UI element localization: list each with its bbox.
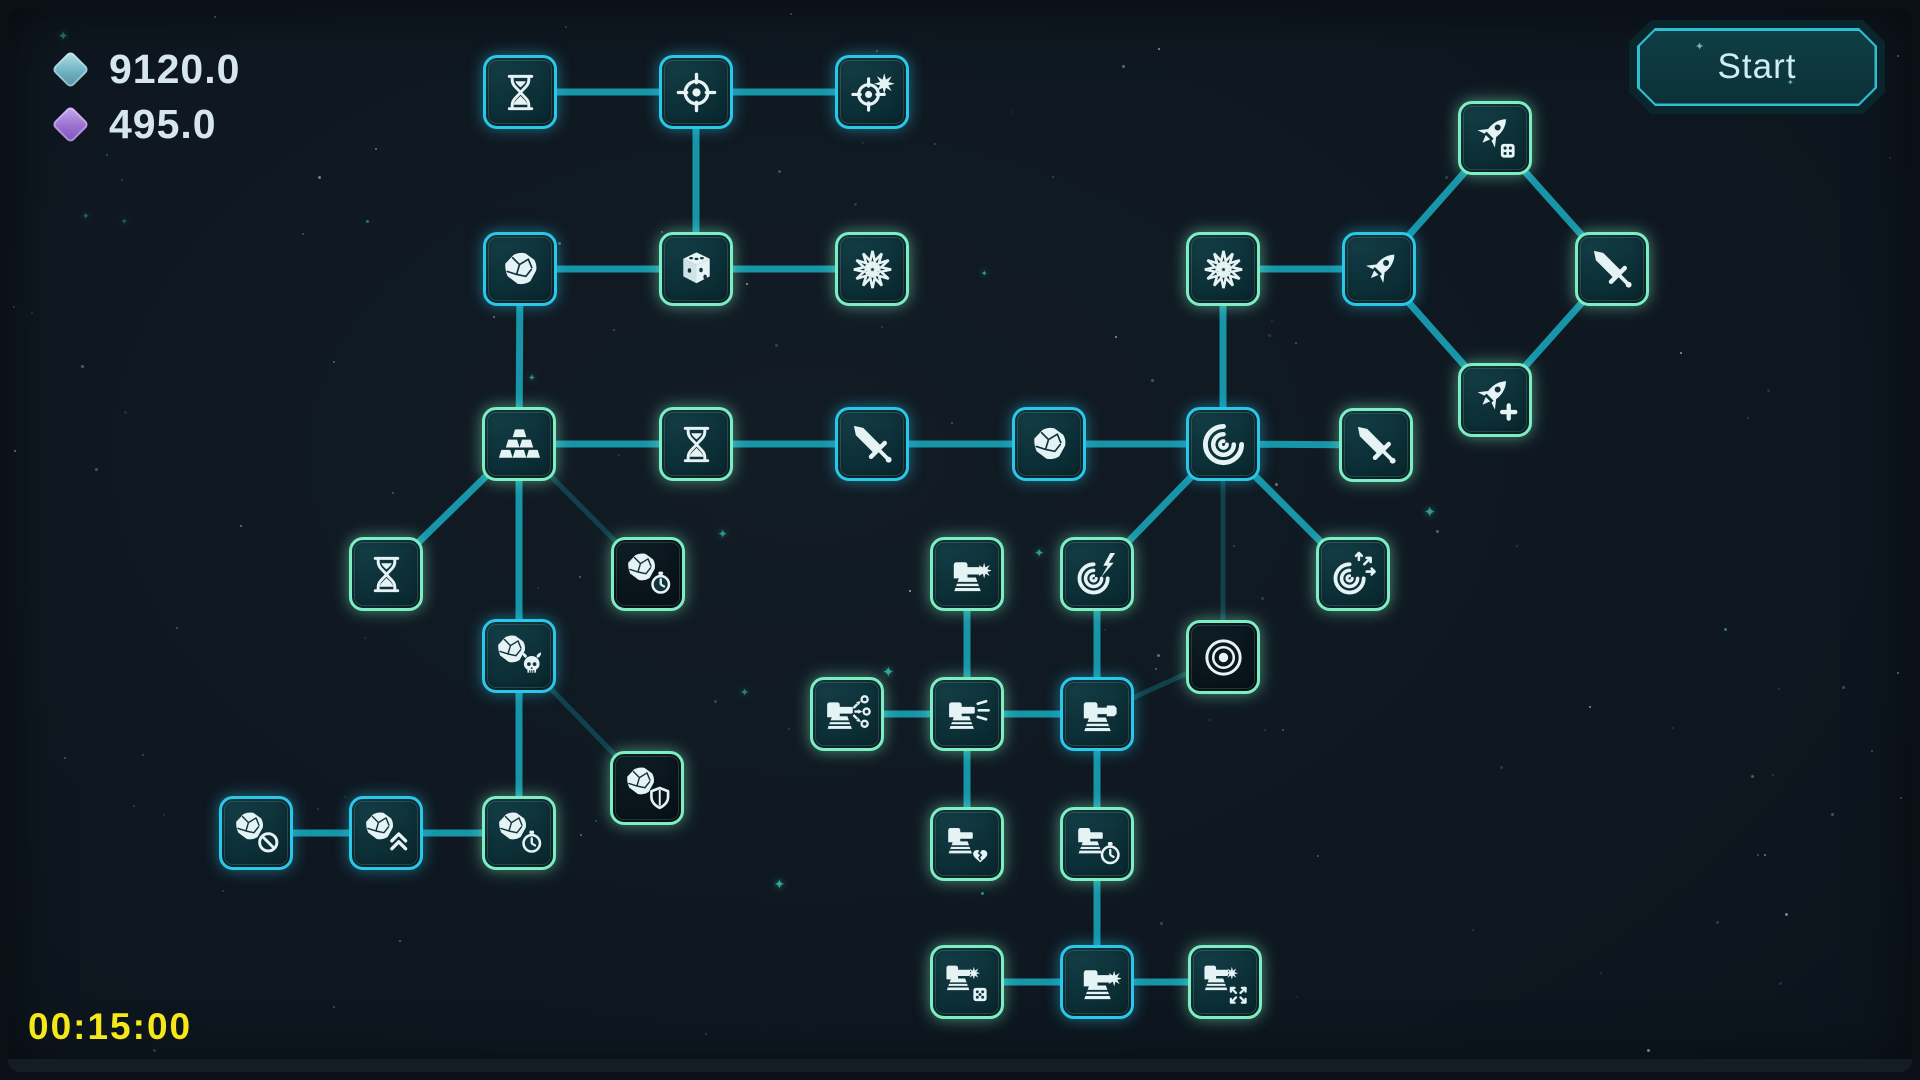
node-spiral[interactable]	[1186, 407, 1260, 481]
hourglass-icon	[363, 551, 410, 598]
hourglass-icon	[673, 421, 720, 468]
node-rocket[interactable]	[1342, 232, 1416, 306]
node-rock-shield[interactable]	[610, 751, 684, 825]
turret-burst-icon	[1074, 959, 1121, 1006]
node-rocket-dice[interactable]	[1458, 101, 1532, 175]
rock-skull-icon	[496, 633, 543, 680]
explosion-icon	[1200, 246, 1247, 293]
node-dice[interactable]	[659, 232, 733, 306]
node-hourglass-3[interactable]	[349, 537, 423, 611]
round-timer: 00:15:00	[28, 1006, 193, 1047]
rocket-icon	[1356, 246, 1403, 293]
turret-split-icon	[824, 691, 871, 738]
crosshair-icon	[673, 69, 720, 116]
crosshair-burst-icon	[849, 69, 896, 116]
hourglass-icon	[497, 69, 544, 116]
node-turret-speed[interactable]	[930, 677, 1004, 751]
rock-no-icon	[233, 810, 280, 857]
node-spiral-bolt[interactable]	[1060, 537, 1134, 611]
turret-heart-icon	[944, 821, 991, 868]
currency-row-gems: 495.0	[50, 100, 240, 147]
start-button-label: Start	[1640, 31, 1875, 104]
rock-clock-icon	[496, 810, 543, 857]
node-crosshair-burst[interactable]	[835, 55, 909, 129]
node-turret-clock[interactable]	[1060, 807, 1134, 881]
node-rocket-plus[interactable]	[1458, 363, 1532, 437]
currency-panel: 9120.0 495.0	[50, 45, 241, 147]
node-sword-2[interactable]	[1339, 408, 1413, 482]
turret-range-icon	[1074, 691, 1121, 738]
explosion-icon	[849, 246, 896, 293]
spiral-icon	[1200, 421, 1247, 468]
node-turret-split[interactable]	[810, 677, 884, 751]
node-rock-clock-1[interactable]	[611, 537, 685, 611]
spiral-bolt-icon	[1074, 551, 1121, 598]
cyan-diamond-icon	[51, 49, 90, 89]
node-turret-burst-dice[interactable]	[930, 945, 1004, 1019]
node-sword-1[interactable]	[835, 407, 909, 481]
rock-icon	[1026, 421, 1073, 468]
node-explosion-1[interactable]	[835, 232, 909, 306]
node-crosshair[interactable]	[659, 55, 733, 129]
node-sword-ne[interactable]	[1575, 232, 1649, 306]
turret-clock-icon	[1074, 821, 1121, 868]
turret-burst-dice-icon	[944, 959, 991, 1006]
node-spiral-arrows[interactable]	[1316, 537, 1390, 611]
currency-value-gems: 495.0	[109, 100, 217, 147]
node-rock-clock-2[interactable]	[482, 796, 556, 870]
node-turret-burst-arrows[interactable]	[1188, 945, 1262, 1019]
node-rings[interactable]	[1186, 620, 1260, 694]
sword-icon	[1589, 246, 1636, 293]
start-button[interactable]: Start ✦ ✦	[1637, 28, 1877, 106]
bottom-bar	[8, 1059, 1912, 1072]
node-rock-1[interactable]	[483, 232, 557, 306]
node-rock-2[interactable]	[1012, 407, 1086, 481]
node-goldbars[interactable]	[482, 407, 556, 481]
rock-up-icon	[363, 810, 410, 857]
node-turret-burst-2[interactable]	[1060, 945, 1134, 1019]
turret-burst-arrows-icon	[1202, 959, 1249, 1006]
node-turret-range[interactable]	[1060, 677, 1134, 751]
dice-icon	[673, 246, 720, 293]
turret-burst-icon	[944, 551, 991, 598]
sword-icon	[1353, 422, 1400, 469]
rock-icon	[497, 246, 544, 293]
node-rock-no[interactable]	[219, 796, 293, 870]
node-hourglass-1[interactable]	[483, 55, 557, 129]
spiral-arrows-icon	[1330, 551, 1377, 598]
rock-shield-icon	[624, 765, 671, 812]
rings-icon	[1200, 634, 1247, 681]
rock-clock-icon	[625, 551, 672, 598]
node-hourglass-2[interactable]	[659, 407, 733, 481]
sword-icon	[849, 421, 896, 468]
currency-row-crystals: 9120.0	[50, 45, 241, 92]
node-turret-burst[interactable]	[930, 537, 1004, 611]
node-explosion-2[interactable]	[1186, 232, 1260, 306]
node-rock-skull[interactable]	[482, 619, 556, 693]
purple-diamond-icon	[51, 104, 90, 144]
rocket-plus-icon	[1472, 377, 1519, 424]
node-rock-up[interactable]	[349, 796, 423, 870]
node-turret-heart[interactable]	[930, 807, 1004, 881]
rocket-dice-icon	[1472, 115, 1519, 162]
turret-speed-icon	[944, 691, 991, 738]
goldbars-icon	[496, 421, 543, 468]
currency-value-crystals: 9120.0	[109, 45, 241, 92]
